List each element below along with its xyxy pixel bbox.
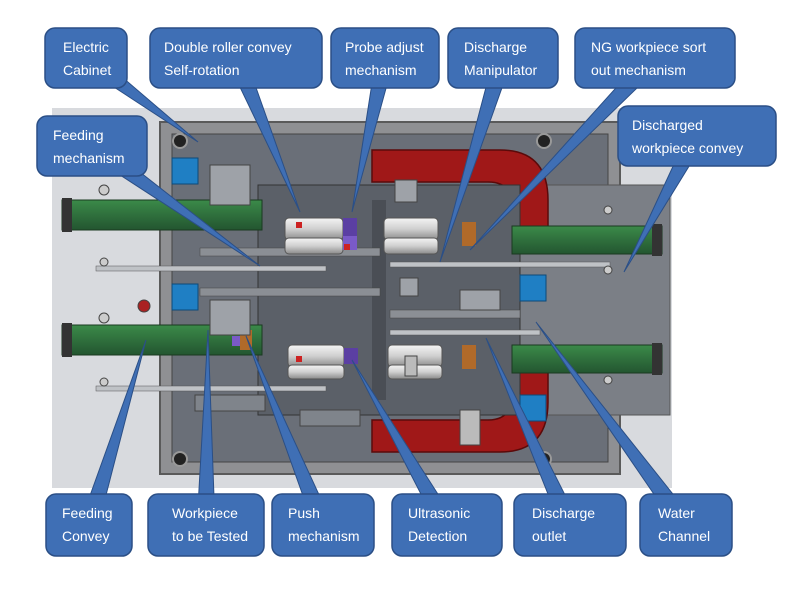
callout-box xyxy=(271,493,375,557)
callout-box xyxy=(574,27,736,89)
callout-label-line: mechanism xyxy=(288,528,360,544)
test-cylinder xyxy=(383,237,439,255)
callout-box xyxy=(36,115,148,177)
callout-probe-adjust-mechanism: Probe adjust mechanism xyxy=(330,27,440,213)
test-cylinder xyxy=(284,217,344,241)
callout-box xyxy=(44,27,128,89)
callout-label-line: Cabinet xyxy=(63,62,111,78)
corner-bolt xyxy=(172,451,188,467)
callout-label-line: Feeding xyxy=(62,505,113,521)
callout-box xyxy=(45,493,133,557)
guide-rod xyxy=(389,309,521,319)
callout-label-line: Push xyxy=(288,505,320,521)
callout-discharged-workpiece-convey: Discharged workpiece convey xyxy=(617,105,777,273)
callout-ng-workpiece-sort: NG workpiece sort out mechanism xyxy=(469,27,736,251)
corner-bolt xyxy=(536,133,552,149)
callout-label-line: Water xyxy=(658,505,695,521)
probe-block xyxy=(344,348,358,364)
callout-label-line: NG workpiece sort xyxy=(591,39,706,55)
discharge-belt-bottom xyxy=(511,344,663,374)
callout-box xyxy=(617,105,777,167)
guide-rod xyxy=(389,261,611,268)
callout-box xyxy=(513,493,627,557)
callout-discharge-outlet: Discharge outlet xyxy=(485,337,627,557)
callout-label-line: Manipulator xyxy=(464,62,537,78)
callout-label-line: Probe adjust xyxy=(345,39,424,55)
test-cylinder xyxy=(383,217,439,241)
callout-feeding-mechanism: Feeding mechanism xyxy=(36,115,261,267)
callout-label-line: Channel xyxy=(658,528,710,544)
callout-label-line: Self-rotation xyxy=(164,62,239,78)
corner-bolt xyxy=(172,133,188,149)
callout-label-line: Detection xyxy=(408,528,467,544)
callout-label-line: Discharge xyxy=(532,505,595,521)
callout-label-line: mechanism xyxy=(345,62,417,78)
callout-label-line: out mechanism xyxy=(591,62,686,78)
callout-label-line: Discharged xyxy=(632,117,703,133)
callout-label-line: mechanism xyxy=(53,150,125,166)
guide-rod xyxy=(95,265,327,272)
probe-block xyxy=(343,218,357,236)
callout-label-line: Workpiece xyxy=(172,505,238,521)
callout-box xyxy=(149,27,323,89)
callout-label-line: Electric xyxy=(63,39,109,55)
callout-label-line: Double roller convey xyxy=(164,39,292,55)
callout-box xyxy=(147,493,265,557)
callout-box xyxy=(391,493,503,557)
callout-box xyxy=(447,27,559,89)
callout-box xyxy=(330,27,440,89)
guide-rod xyxy=(389,329,541,336)
test-cylinder xyxy=(284,237,344,255)
callout-label-line: outlet xyxy=(532,528,566,544)
bearing-block xyxy=(462,345,476,369)
callout-label-line: workpiece convey xyxy=(631,140,743,156)
callout-box xyxy=(639,493,733,557)
motor xyxy=(171,157,199,185)
guide-rod xyxy=(95,385,327,392)
motor xyxy=(171,283,199,311)
callout-label-line: Ultrasonic xyxy=(408,505,470,521)
guide-rod xyxy=(199,287,381,297)
test-cylinder xyxy=(287,364,345,380)
callout-label-line: Convey xyxy=(62,528,109,544)
callout-workpiece-to-be-tested: Workpiece to be Tested xyxy=(147,329,265,557)
motor xyxy=(519,274,547,302)
callout-push-mechanism: Push mechanism xyxy=(245,335,375,557)
bearing-block xyxy=(462,222,476,246)
callout-label-line: Feeding xyxy=(53,127,104,143)
callout-label-line: to be Tested xyxy=(172,528,248,544)
callout-label-line: Discharge xyxy=(464,39,527,55)
probe-block xyxy=(232,336,242,346)
